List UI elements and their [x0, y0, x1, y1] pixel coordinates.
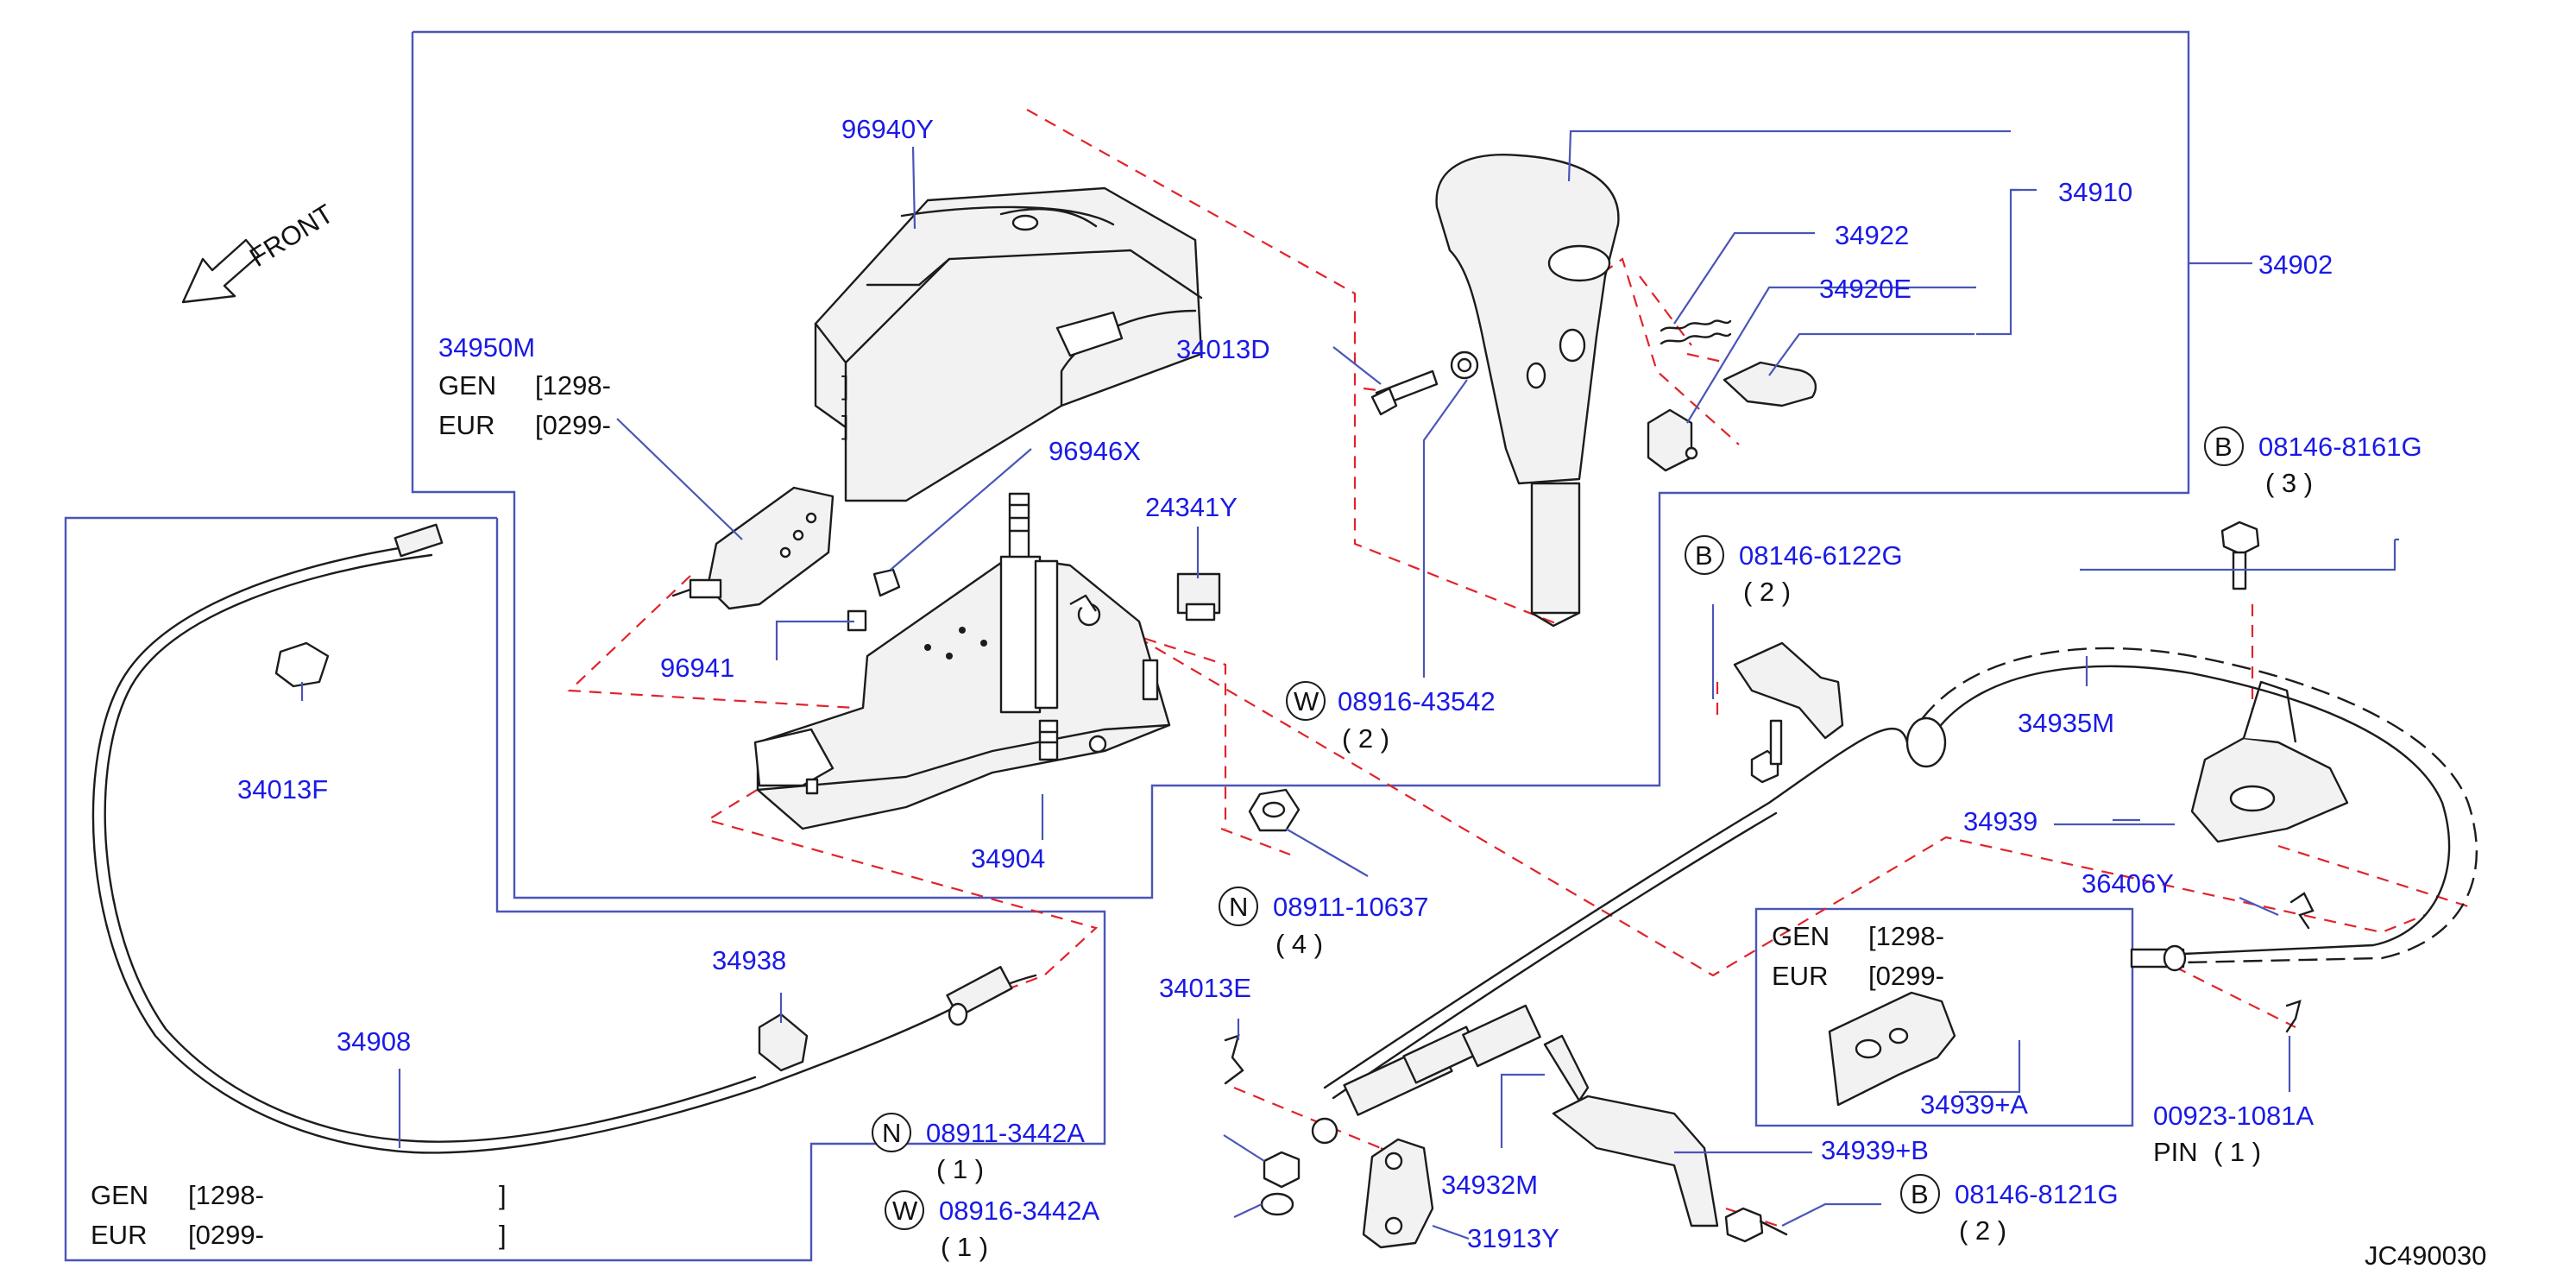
note-eur-34908: EUR: [91, 1220, 147, 1250]
label-08146-8121G: 08146-8121G: [1955, 1179, 2119, 1209]
label-36406Y: 36406Y: [2082, 868, 2174, 899]
alignment-lines: [567, 109, 2469, 1227]
note-eur-close-34908: ]: [499, 1220, 507, 1250]
front-arrow-icon: FRONT: [181, 199, 338, 304]
diagram-id: JC490030: [2365, 1240, 2486, 1271]
label-96941: 96941: [660, 653, 734, 683]
label-24341Y: 24341Y: [1145, 492, 1238, 522]
note-gen-close-34908: ]: [499, 1180, 507, 1210]
qty-08146-8161G: ( 3 ): [2265, 468, 2313, 498]
variant-notes: GEN [1298- ] EUR [0299- ] GEN [1298- EUR…: [91, 370, 2261, 1250]
label-34935M: 34935M: [2018, 708, 2114, 738]
badge-w-43542: W: [1294, 686, 1319, 716]
label-08911-10637: 08911-10637: [1273, 892, 1428, 922]
front-label: FRONT: [244, 199, 338, 273]
label-96946X: 96946X: [1049, 436, 1141, 466]
note-gen-range-34950M: [1298-: [535, 370, 611, 401]
label-34950M: 34950M: [438, 332, 535, 363]
note-gen-34939: GEN: [1772, 921, 1830, 951]
label-34908: 34908: [337, 1026, 411, 1057]
badge-b-8161G: B: [2214, 432, 2233, 462]
lower-hardware: [758, 991, 1956, 1249]
note-eur-34950M: EUR: [438, 410, 494, 440]
label-08916-3442A: 08916-3442A: [939, 1196, 1099, 1226]
badge-w-3442A: W: [892, 1196, 918, 1226]
label-34920E: 34920E: [1819, 274, 1912, 304]
note-eur-range-34908: [0299-: [188, 1220, 264, 1250]
label-34932M: 34932M: [1441, 1170, 1538, 1200]
label-34922: 34922: [1835, 220, 1909, 250]
console-finisher: [814, 186, 1203, 502]
shift-knob: [1370, 154, 1817, 628]
qty-08911-3442A: ( 1 ): [936, 1154, 984, 1184]
qty-08146-6122G: ( 2 ): [1743, 577, 1791, 607]
label-34013E: 34013E: [1159, 973, 1251, 1003]
note-gen-close-34950M: ]: [841, 370, 849, 401]
control-cable: [1311, 647, 2478, 1145]
note-eur-range-34939: [0299-: [1868, 961, 1944, 991]
part-labels: 96940Y 34910 34902 34922 34920E 34013D 3…: [237, 114, 2333, 1253]
variant-box: [1754, 907, 2134, 1127]
note-gen-34908: GEN: [91, 1180, 148, 1210]
small-components: [274, 486, 1301, 832]
note-eur-close-34950M: ]: [841, 410, 849, 440]
badge-n-3442A: N: [882, 1118, 901, 1148]
label-08146-6122G: 08146-6122G: [1739, 540, 1903, 571]
qty-08916-3442A: ( 1 ): [941, 1232, 988, 1262]
qty-08911-10637: ( 4 ): [1275, 929, 1323, 959]
label-08911-3442A: 08911-3442A: [926, 1118, 1085, 1148]
label-34902: 34902: [2258, 249, 2333, 280]
label-34904: 34904: [971, 843, 1045, 874]
label-34013D: 34013D: [1176, 334, 1270, 364]
label-34939B: 34939+B: [1821, 1135, 1929, 1165]
badge-b-8121G: B: [1911, 1179, 1929, 1209]
assembly-frame: [64, 30, 2190, 1262]
label-96940Y: 96940Y: [841, 114, 934, 144]
note-eur-range-34950M: [0299-: [535, 410, 611, 440]
qty-08146-8121G: ( 2 ): [1959, 1215, 2006, 1246]
label-31913Y: 31913Y: [1467, 1223, 1559, 1253]
label-00923-1081A: 00923-1081A: [2153, 1101, 2314, 1131]
note-eur-34939: EUR: [1772, 961, 1828, 991]
fastener-labels: B 08146-8161G ( 3 ) B 08146-6122G ( 2 ) …: [872, 426, 2422, 1262]
leader-lines: [300, 129, 2399, 1240]
label-34939A: 34939+A: [1920, 1089, 2028, 1120]
badge-b-6122G: B: [1695, 540, 1713, 571]
qty-08916-43542: ( 2 ): [1342, 723, 1389, 754]
note-gen-range-34939: [1298-: [1868, 921, 1944, 951]
note-gen-34950M: GEN: [438, 370, 496, 401]
note-gen-range-34908: [1298-: [188, 1180, 264, 1210]
note-pin: PIN: [2153, 1137, 2198, 1167]
label-34910: 34910: [2058, 177, 2132, 207]
label-08916-43542: 08916-43542: [1338, 686, 1496, 716]
right-side-hardware: [1733, 521, 2349, 1033]
note-pin-qty: ( 1 ): [2214, 1137, 2261, 1167]
label-34939: 34939: [1963, 806, 2037, 836]
label-08146-8161G: 08146-8161G: [2258, 432, 2422, 462]
label-34938: 34938: [712, 945, 786, 975]
shift-cable: [91, 523, 1037, 1154]
badge-n-10637: N: [1229, 892, 1248, 922]
label-34013F: 34013F: [237, 774, 328, 805]
selector-lever-assy: [753, 492, 1171, 830]
